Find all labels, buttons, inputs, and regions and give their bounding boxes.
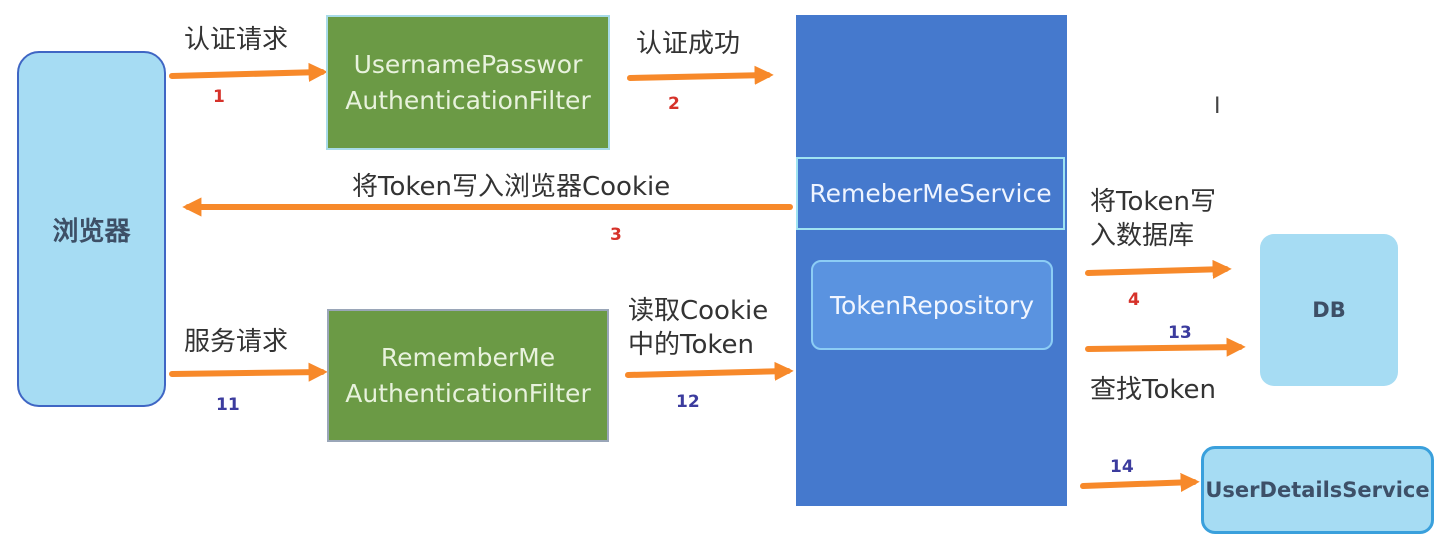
username-password-filter-line2: AuthenticationFilter [345, 85, 591, 115]
edge-2-label: 认证成功 [636, 29, 741, 59]
db-label: DB [1312, 298, 1346, 322]
edge-12-step: 12 [676, 392, 700, 412]
text-cursor-icon: I [1214, 94, 1221, 119]
edge-13-label: 查找Token [1090, 375, 1216, 405]
edge-3-label: 将Token写入浏览器Cookie [352, 172, 671, 202]
browser-node: 浏览器 [17, 51, 166, 407]
username-password-filter-node: UsernamePasswor AuthenticationFilter [326, 15, 610, 150]
arrow-4 [1085, 259, 1232, 279]
arrow-1 [169, 62, 328, 82]
arrow-12 [625, 361, 794, 381]
edge-14-step: 14 [1110, 457, 1134, 477]
user-details-service-node: UserDetailsService [1201, 446, 1434, 534]
edge-4-label: 将Token写 入数据库 [1090, 185, 1216, 253]
arrow-13 [1085, 337, 1246, 357]
arrow-2 [627, 65, 774, 85]
rememberme-service-label: RemeberMeService [809, 179, 1052, 208]
token-repository-label: TokenRepository [829, 290, 1035, 320]
user-details-service-label: UserDetailsService [1205, 478, 1430, 502]
edge-12-label: 读取Cookie 中的Token [628, 294, 768, 362]
edge-4-step: 4 [1128, 290, 1140, 310]
username-password-filter-line1: UsernamePasswor [353, 49, 583, 79]
edge-11-label: 服务请求 [184, 327, 289, 357]
rememberme-service-node: RemeberMeService [796, 157, 1065, 230]
edge-12-label-line1: 读取Cookie [628, 296, 769, 326]
remember-me-filter-line2: AuthenticationFilter [345, 378, 591, 408]
remember-me-filter-line1: RememberMe [380, 342, 556, 372]
arrow-14 [1080, 472, 1200, 493]
edge-3-step: 3 [610, 225, 622, 245]
db-node: DB [1260, 234, 1398, 386]
token-repository-node: TokenRepository [811, 260, 1053, 350]
edge-1-step: 1 [213, 87, 225, 107]
edge-13-step: 13 [1168, 323, 1192, 343]
edge-12-label-line2: 中的Token [628, 330, 754, 360]
edge-4-label-line1: 将Token写 [1090, 187, 1216, 217]
edge-1-label: 认证请求 [184, 25, 289, 55]
edge-2-step: 2 [668, 94, 680, 114]
edge-4-label-line2: 入数据库 [1090, 221, 1195, 251]
arrow-11 [169, 362, 328, 382]
remember-me-filter-node: RememberMe AuthenticationFilter [327, 309, 609, 442]
browser-label: 浏览器 [52, 216, 131, 247]
edge-11-step: 11 [216, 395, 240, 415]
